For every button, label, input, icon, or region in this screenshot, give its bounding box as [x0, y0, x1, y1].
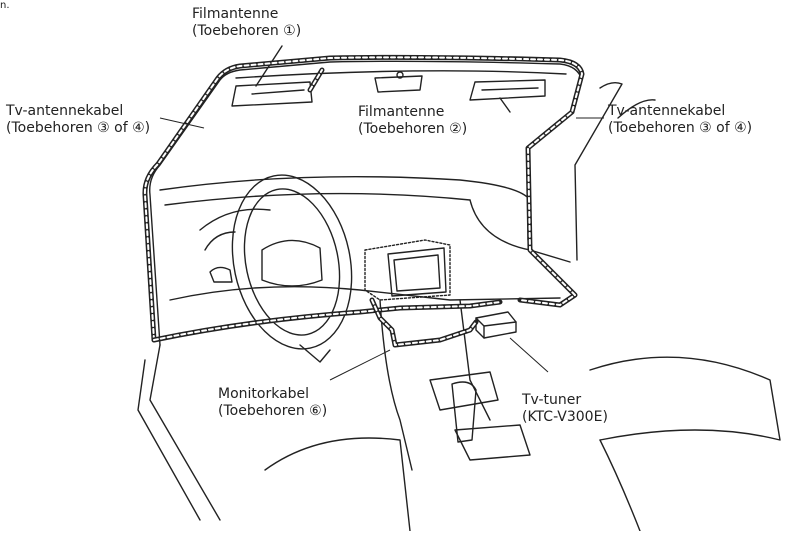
dashboard-top — [159, 175, 531, 201]
handbrake — [454, 424, 531, 461]
label-monitor-cable-line1: Monitorkabel — [218, 386, 310, 402]
dashboard-lower — [169, 285, 561, 301]
gear-lever — [451, 381, 477, 443]
film-antenna-2-strip — [469, 79, 546, 101]
label-film-antenna-1: Filmantenne (Toebehoren ①) — [192, 6, 301, 40]
tv-tuner-top — [475, 317, 517, 327]
steering-column — [299, 344, 331, 363]
tv-tuner-box — [475, 311, 517, 339]
dashboard-edge — [164, 192, 471, 206]
monitor-cable — [369, 297, 479, 348]
film-antenna-1-element — [251, 89, 305, 95]
steering-wheel-inner — [243, 188, 341, 336]
label-tv-antenna-right-line2: (Toebehoren ③ of ④) — [608, 120, 753, 136]
left-door — [137, 359, 201, 521]
label-tv-antenna-right-line1: Tv-antennekabel — [608, 103, 726, 119]
label-film-antenna-2-line2: (Toebehoren ②) — [358, 121, 468, 137]
page-marker: n. — [0, 0, 10, 11]
rearview-mirror — [374, 75, 423, 93]
tv-antenna-cable-left — [142, 54, 585, 343]
film-antenna-2-element — [481, 87, 539, 91]
film-antenna-2-line — [499, 97, 511, 113]
label-monitor-cable-line2: (Toebehoren ⑥) — [218, 403, 328, 419]
instrument-gauge — [204, 231, 236, 251]
label-tv-tuner-line2: (KTC-V300E) — [522, 409, 608, 425]
film-antenna-cable-left — [307, 67, 325, 93]
windshield-top-edge — [235, 70, 567, 79]
steering-wheel-hub — [261, 239, 323, 287]
monitor-screen — [393, 254, 441, 292]
right-pillar-outer-2 — [617, 99, 656, 119]
film-antenna-1-line — [255, 45, 283, 87]
right-seat-base — [599, 439, 641, 532]
right-pillar-outer — [574, 81, 623, 261]
label-film-antenna-1-line1: Filmantenne — [192, 6, 279, 22]
label-film-antenna-1-line2: (Toebehoren ①) — [192, 23, 302, 39]
label-film-antenna-2-line1: Filmantenne — [358, 104, 445, 120]
label-monitor-cable: Monitorkabel (Toebehoren ⑥) — [218, 386, 327, 420]
film-antenna-1-strip — [231, 81, 313, 107]
left-stalk — [209, 266, 233, 283]
label-tv-antenna-left: Tv-antennekabel (Toebehoren ③ of ④) — [6, 103, 150, 137]
instrument-cluster — [199, 208, 271, 231]
monitor-body — [387, 247, 447, 297]
leader-tv-tuner — [509, 337, 549, 373]
label-film-antenna-2: Filmantenne (Toebehoren ②) — [358, 104, 467, 138]
steering-wheel-outer — [231, 174, 353, 350]
label-tv-antenna-right: Tv-antennekabel (Toebehoren ③ of ④) — [608, 103, 752, 137]
label-tv-tuner: Tv-tuner (KTC-V300E) — [522, 392, 608, 426]
leader-monitor-cable — [329, 349, 391, 381]
leader-tv-antenna-left — [159, 117, 205, 129]
right-seat — [589, 356, 781, 441]
head-unit-housing — [364, 239, 451, 301]
left-seat — [264, 437, 411, 532]
dashboard-right — [469, 199, 571, 263]
mirror-mount — [396, 71, 404, 79]
center-console-right — [459, 299, 491, 421]
label-tv-antenna-left-line2: (Toebehoren ③ of ④) — [6, 120, 151, 136]
label-tv-antenna-left-line1: Tv-antennekabel — [6, 103, 124, 119]
gear-lever-base — [429, 371, 499, 411]
tv-antenna-cable-bottom — [151, 299, 503, 343]
label-tv-tuner-line1: Tv-tuner — [522, 392, 582, 408]
left-panel — [149, 344, 221, 521]
